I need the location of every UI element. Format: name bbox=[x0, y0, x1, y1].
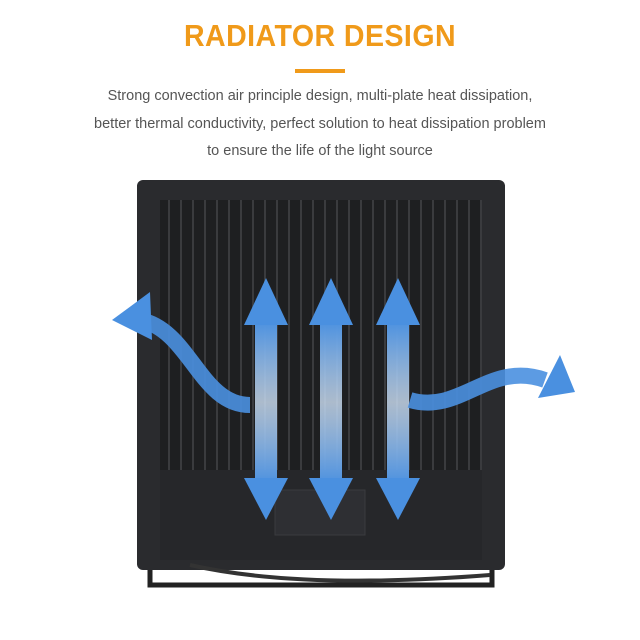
power-cable bbox=[189, 563, 491, 583]
description-line-1: Strong convection air principle design, … bbox=[107, 88, 533, 104]
description-line-3: to ensure the life of the light source bbox=[207, 143, 433, 159]
airflow-arrow-icon bbox=[376, 278, 420, 520]
title-underline bbox=[295, 69, 345, 73]
left-airflow-arrow-icon bbox=[112, 292, 251, 413]
page-title: RADIATOR DESIGN bbox=[183, 18, 457, 53]
airflow-arrow-icon bbox=[309, 278, 353, 520]
airflow-arrow-icon bbox=[244, 278, 288, 520]
description-line-2: better thermal conductivity, perfect sol… bbox=[94, 116, 546, 132]
right-airflow-arrow-icon bbox=[407, 355, 575, 411]
vertical-airflow-arrows bbox=[244, 278, 420, 520]
